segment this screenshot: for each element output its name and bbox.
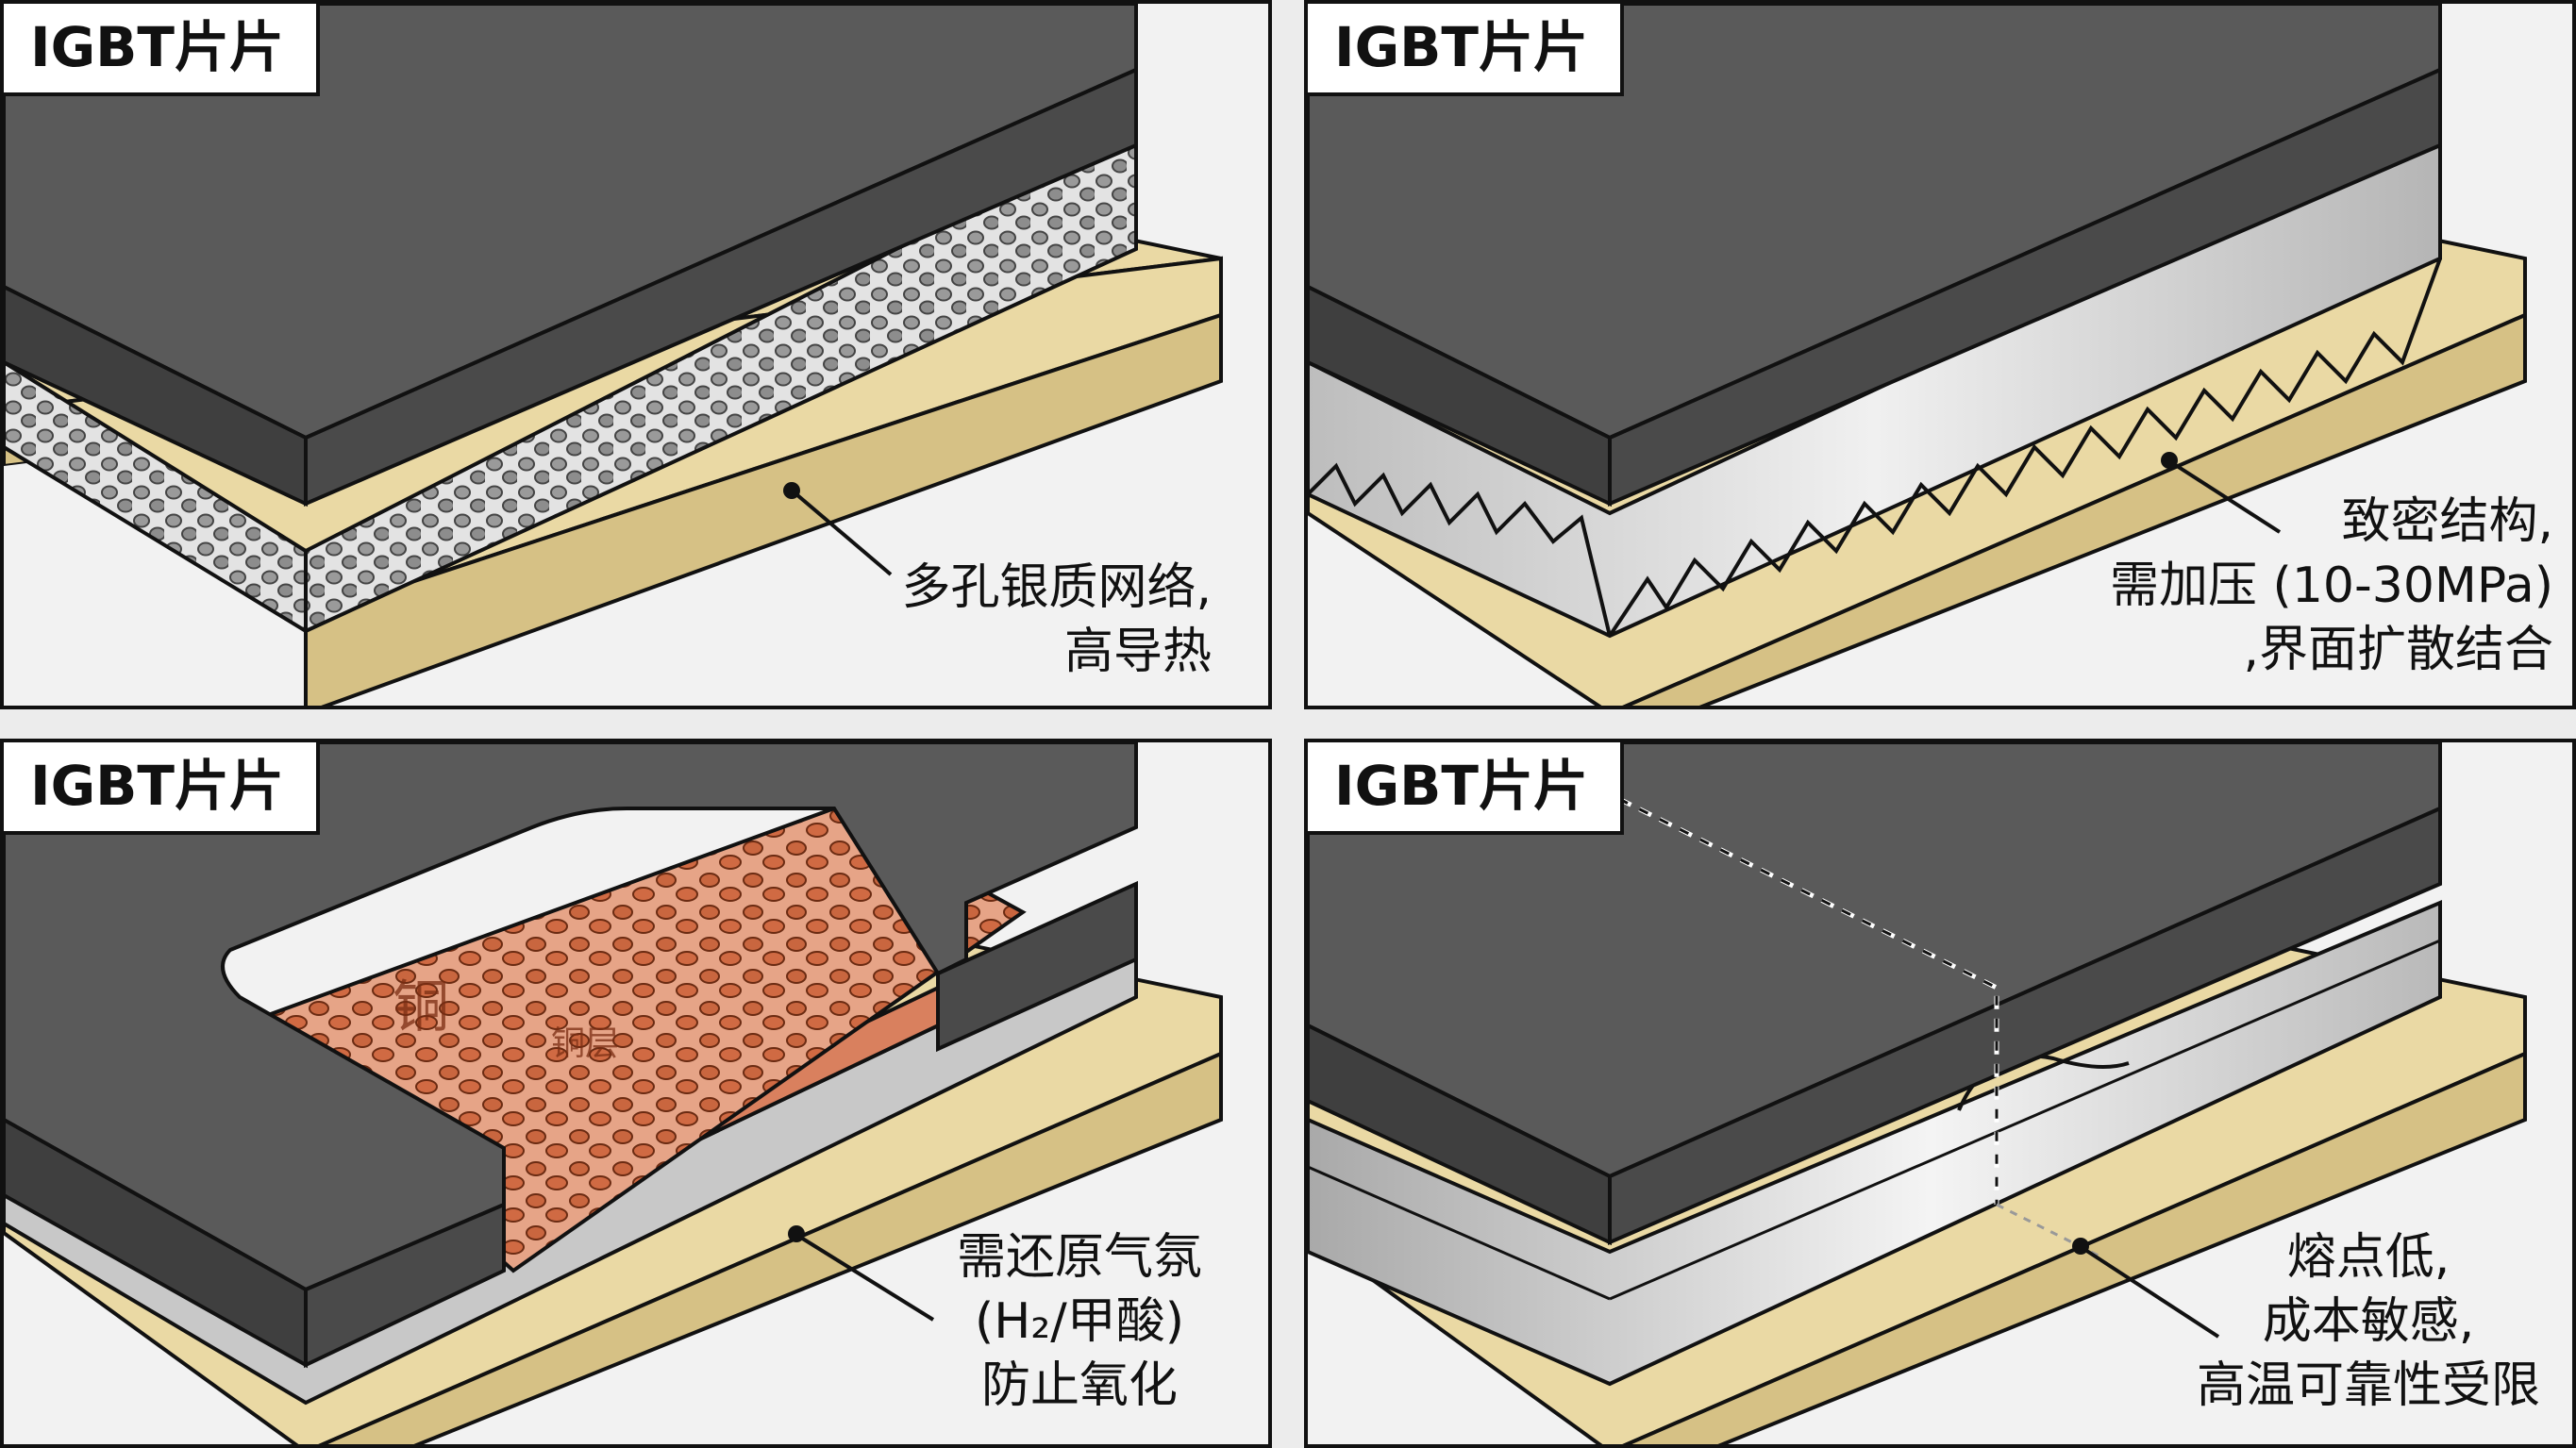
dense-silver-illustration bbox=[1308, 4, 2527, 706]
caption-line: 高温可靠性受限 bbox=[2196, 1357, 2540, 1414]
interface-teeth bbox=[1608, 258, 2442, 638]
chip-top bbox=[4, 742, 1138, 1292]
caption-line: 高导热 bbox=[1063, 624, 1212, 680]
chip-label: IGBT片片 bbox=[4, 4, 320, 96]
chip-front bbox=[1608, 805, 2442, 1246]
caption-line: 多孔银质网络, bbox=[901, 559, 1212, 616]
caption-line: ,界面扩散结合 bbox=[2243, 622, 2553, 678]
chip-front bbox=[936, 880, 1138, 1053]
leader-line bbox=[2083, 1248, 2220, 1339]
sintered-copper-illustration bbox=[4, 742, 1223, 1444]
caption-line: (H₂/甲酸) bbox=[974, 1293, 1185, 1350]
panel-sintered-copper: IGBT片片 铜 铜层 需还原气氛 (H₂/甲酸) 防止氧化 bbox=[0, 739, 1272, 1448]
solder-layer bbox=[1308, 899, 2442, 1387]
leader-line bbox=[2172, 462, 2282, 534]
cut-line bbox=[1618, 797, 1999, 1205]
chip-label: IGBT片片 bbox=[4, 742, 320, 835]
caption-line: 防止氧化 bbox=[980, 1357, 1178, 1414]
panel-solder: IGBT片片 熔点低, 成本敏感, 高温可靠性受限 bbox=[1304, 739, 2576, 1448]
caption: 熔点低, 成本敏感, 高温可靠性受限 bbox=[2197, 1225, 2540, 1418]
caption: 多孔银质网络, 高导热 bbox=[901, 556, 1212, 684]
substrate-side bbox=[318, 1050, 1223, 1444]
leader-line bbox=[795, 492, 893, 576]
panel-dense-silver: IGBT片片 致密结构, 需加压 (10-30MPa) ,界面扩散结合 bbox=[1304, 0, 2576, 709]
porous-silver-illustration bbox=[4, 4, 1223, 706]
substrate-side bbox=[1622, 311, 2527, 706]
caption-line: 致密结构, bbox=[2341, 493, 2553, 550]
caption-line: 需加压 (10-30MPa) bbox=[2110, 558, 2553, 614]
chip-label: IGBT片片 bbox=[1308, 742, 1624, 835]
porous-layer-front bbox=[304, 123, 1138, 635]
panel-porous-silver: IGBT片片 多孔银质网络, 高导热 bbox=[0, 0, 1272, 709]
caption: 致密结构, 需加压 (10-30MPa) ,界面扩散结合 bbox=[2110, 490, 2553, 682]
chip-label: IGBT片片 bbox=[1308, 4, 1624, 96]
chip-front bbox=[304, 66, 1138, 508]
solder-illustration bbox=[1308, 742, 2527, 1444]
copper-layer-mark: 铜层 bbox=[551, 1024, 620, 1063]
copper-mark: 铜 bbox=[393, 974, 449, 1040]
caption: 需还原气氛 (H₂/甲酸) 防止氧化 bbox=[957, 1225, 1202, 1418]
caption-line: 熔点低, bbox=[2286, 1229, 2451, 1286]
chip-front bbox=[1608, 66, 2442, 508]
caption-line: 需还原气氛 bbox=[956, 1229, 1202, 1286]
caption-line: 成本敏感, bbox=[2262, 1293, 2475, 1350]
leader-line bbox=[799, 1236, 935, 1322]
